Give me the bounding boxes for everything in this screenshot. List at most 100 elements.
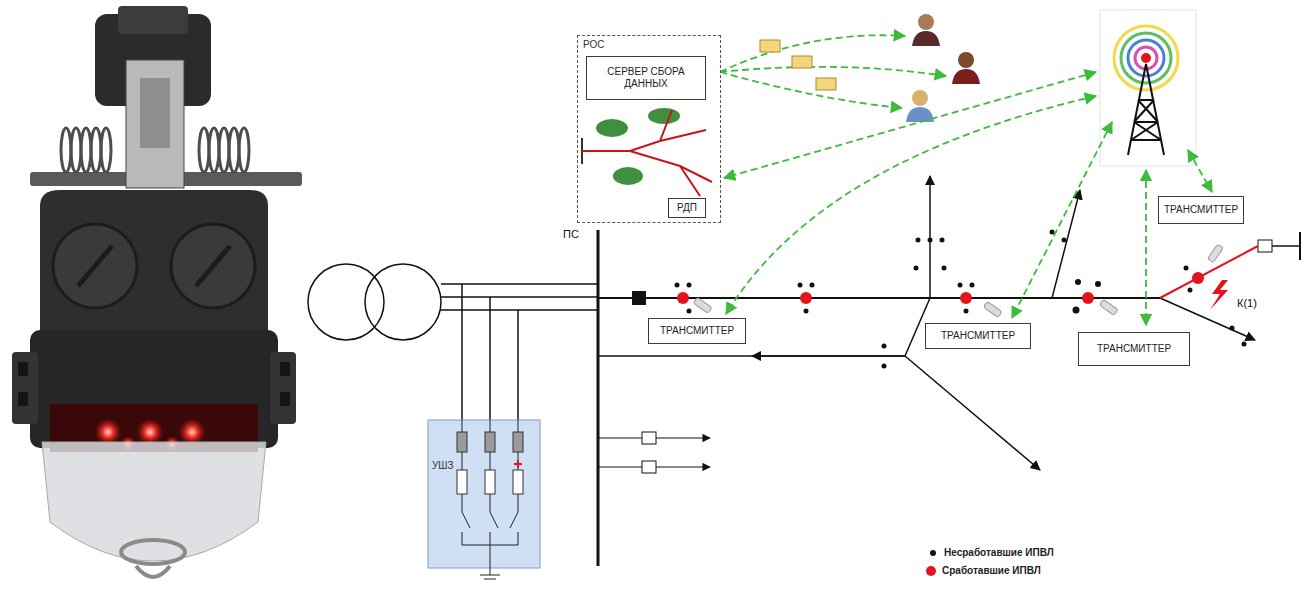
tripped-indicator <box>960 292 972 304</box>
radio-link <box>720 35 905 72</box>
person-icon <box>958 52 974 68</box>
fault-indicator-device <box>12 352 38 424</box>
idle-indicator <box>675 283 680 288</box>
grounding-device <box>513 432 523 452</box>
transmitter-box: ТРАНСМИТТЕР <box>1078 332 1190 366</box>
legend-item: Сработавшие ИПВЛ <box>926 565 1041 576</box>
power-network <box>929 176 931 298</box>
grounding-device <box>457 432 467 452</box>
grounding-device <box>490 532 491 545</box>
fault-indicator-device <box>18 362 28 376</box>
frame-heading: УШЗ <box>432 460 454 471</box>
idle-indicator <box>1230 326 1235 331</box>
fault-indicator-device <box>78 246 112 286</box>
radio-link <box>720 67 946 76</box>
grounding-device <box>490 512 498 528</box>
idle-indicator <box>882 344 887 349</box>
fault-indicator-device <box>126 60 184 188</box>
grounding-device <box>480 575 500 576</box>
grounding-device <box>514 460 522 468</box>
idle-indicator <box>1062 238 1067 243</box>
power-network <box>598 355 905 357</box>
grounding-box: УШЗ <box>428 420 540 568</box>
box-text: ТРАНСМИТТЕР <box>660 325 734 337</box>
idle-indicator <box>914 266 919 271</box>
fault-indicator-device <box>121 540 185 564</box>
power-network <box>642 432 656 444</box>
box-text: ТРАНСМИТТЕР <box>941 330 1015 342</box>
power-network <box>1052 190 1080 298</box>
box-text: ТРАНСМИТТЕР <box>1097 343 1171 355</box>
tripped-indicator <box>800 292 812 304</box>
grounding-device <box>462 420 463 432</box>
idle-indicator <box>1075 279 1081 285</box>
radio-tower <box>1128 40 1164 76</box>
idle-indicator <box>804 309 809 314</box>
grounding-device <box>485 470 495 494</box>
fault-indicator-device <box>101 128 111 172</box>
faulted-section <box>1210 280 1228 310</box>
radio-link <box>720 72 902 108</box>
idle-indicator <box>1188 288 1193 293</box>
transformer-symbol <box>308 264 384 340</box>
grounding-device <box>518 420 519 432</box>
fault-indicator-device <box>42 442 266 561</box>
radio-tower <box>1114 26 1178 90</box>
fault-indicator-device <box>53 224 137 308</box>
idle-indicator <box>970 283 975 288</box>
radio-tower <box>1121 33 1171 83</box>
idle-indicator <box>1095 281 1101 287</box>
grounding-device <box>518 494 519 512</box>
person-icon <box>918 14 934 30</box>
person-icon <box>912 31 940 46</box>
fault-indicator-device <box>40 190 268 336</box>
transmitter-box: ТРАНСМИТТЕР <box>1158 196 1244 224</box>
fault-indicator-device <box>239 128 249 172</box>
network-map <box>582 110 712 196</box>
sms-envelope <box>760 40 836 90</box>
network-map <box>613 167 643 185</box>
radio-link <box>720 35 1212 325</box>
legend-item: Несработавшие ИПВЛ <box>928 547 1054 558</box>
fault-indicator-device <box>280 362 290 376</box>
transformer-symbol <box>441 283 598 285</box>
idle-indicator <box>675 230 1247 369</box>
grounding-device <box>428 420 540 579</box>
power-network <box>752 355 905 357</box>
transmitter-device <box>1207 244 1223 263</box>
fault-indicator-device <box>118 6 188 34</box>
transformer-symbol <box>461 284 463 420</box>
fault-indicator-device <box>12 6 302 577</box>
fault-indicator-device <box>196 246 230 286</box>
grounding-device <box>428 420 540 568</box>
radio-link <box>726 96 1096 314</box>
faulted-section <box>1160 246 1258 298</box>
tripped-indicator <box>1192 272 1204 284</box>
fault-indicator-device <box>270 352 296 424</box>
tripped-indicator <box>677 272 1204 304</box>
legend-swatch <box>930 550 936 556</box>
legend-swatch <box>926 566 936 576</box>
power-network <box>598 176 1300 566</box>
fault-indicator-device <box>140 78 170 148</box>
fault-indicator-device <box>61 128 249 172</box>
sms-envelope <box>792 56 812 68</box>
person-icon <box>952 69 980 84</box>
fault-indicator-device <box>18 392 28 406</box>
transformer-symbol <box>308 264 598 420</box>
transmitter-device <box>1099 299 1118 315</box>
fault-indicator-device <box>171 224 255 308</box>
power-network <box>597 230 600 566</box>
fault-indicator-device <box>280 392 290 406</box>
grounding-device <box>490 545 491 575</box>
transmitter-box: ТРАНСМИТТЕР <box>925 323 1031 349</box>
idle-indicator <box>1050 230 1055 235</box>
dispatch-box: РДП <box>668 198 706 218</box>
tripped-indicator <box>677 292 689 304</box>
box-text: ТРАНСМИТТЕР <box>1164 204 1238 216</box>
power-network <box>1299 232 1301 260</box>
idle-indicator <box>810 283 815 288</box>
power-network <box>905 356 1040 470</box>
idle-indicator <box>882 364 887 369</box>
transformer-symbol <box>441 309 598 311</box>
